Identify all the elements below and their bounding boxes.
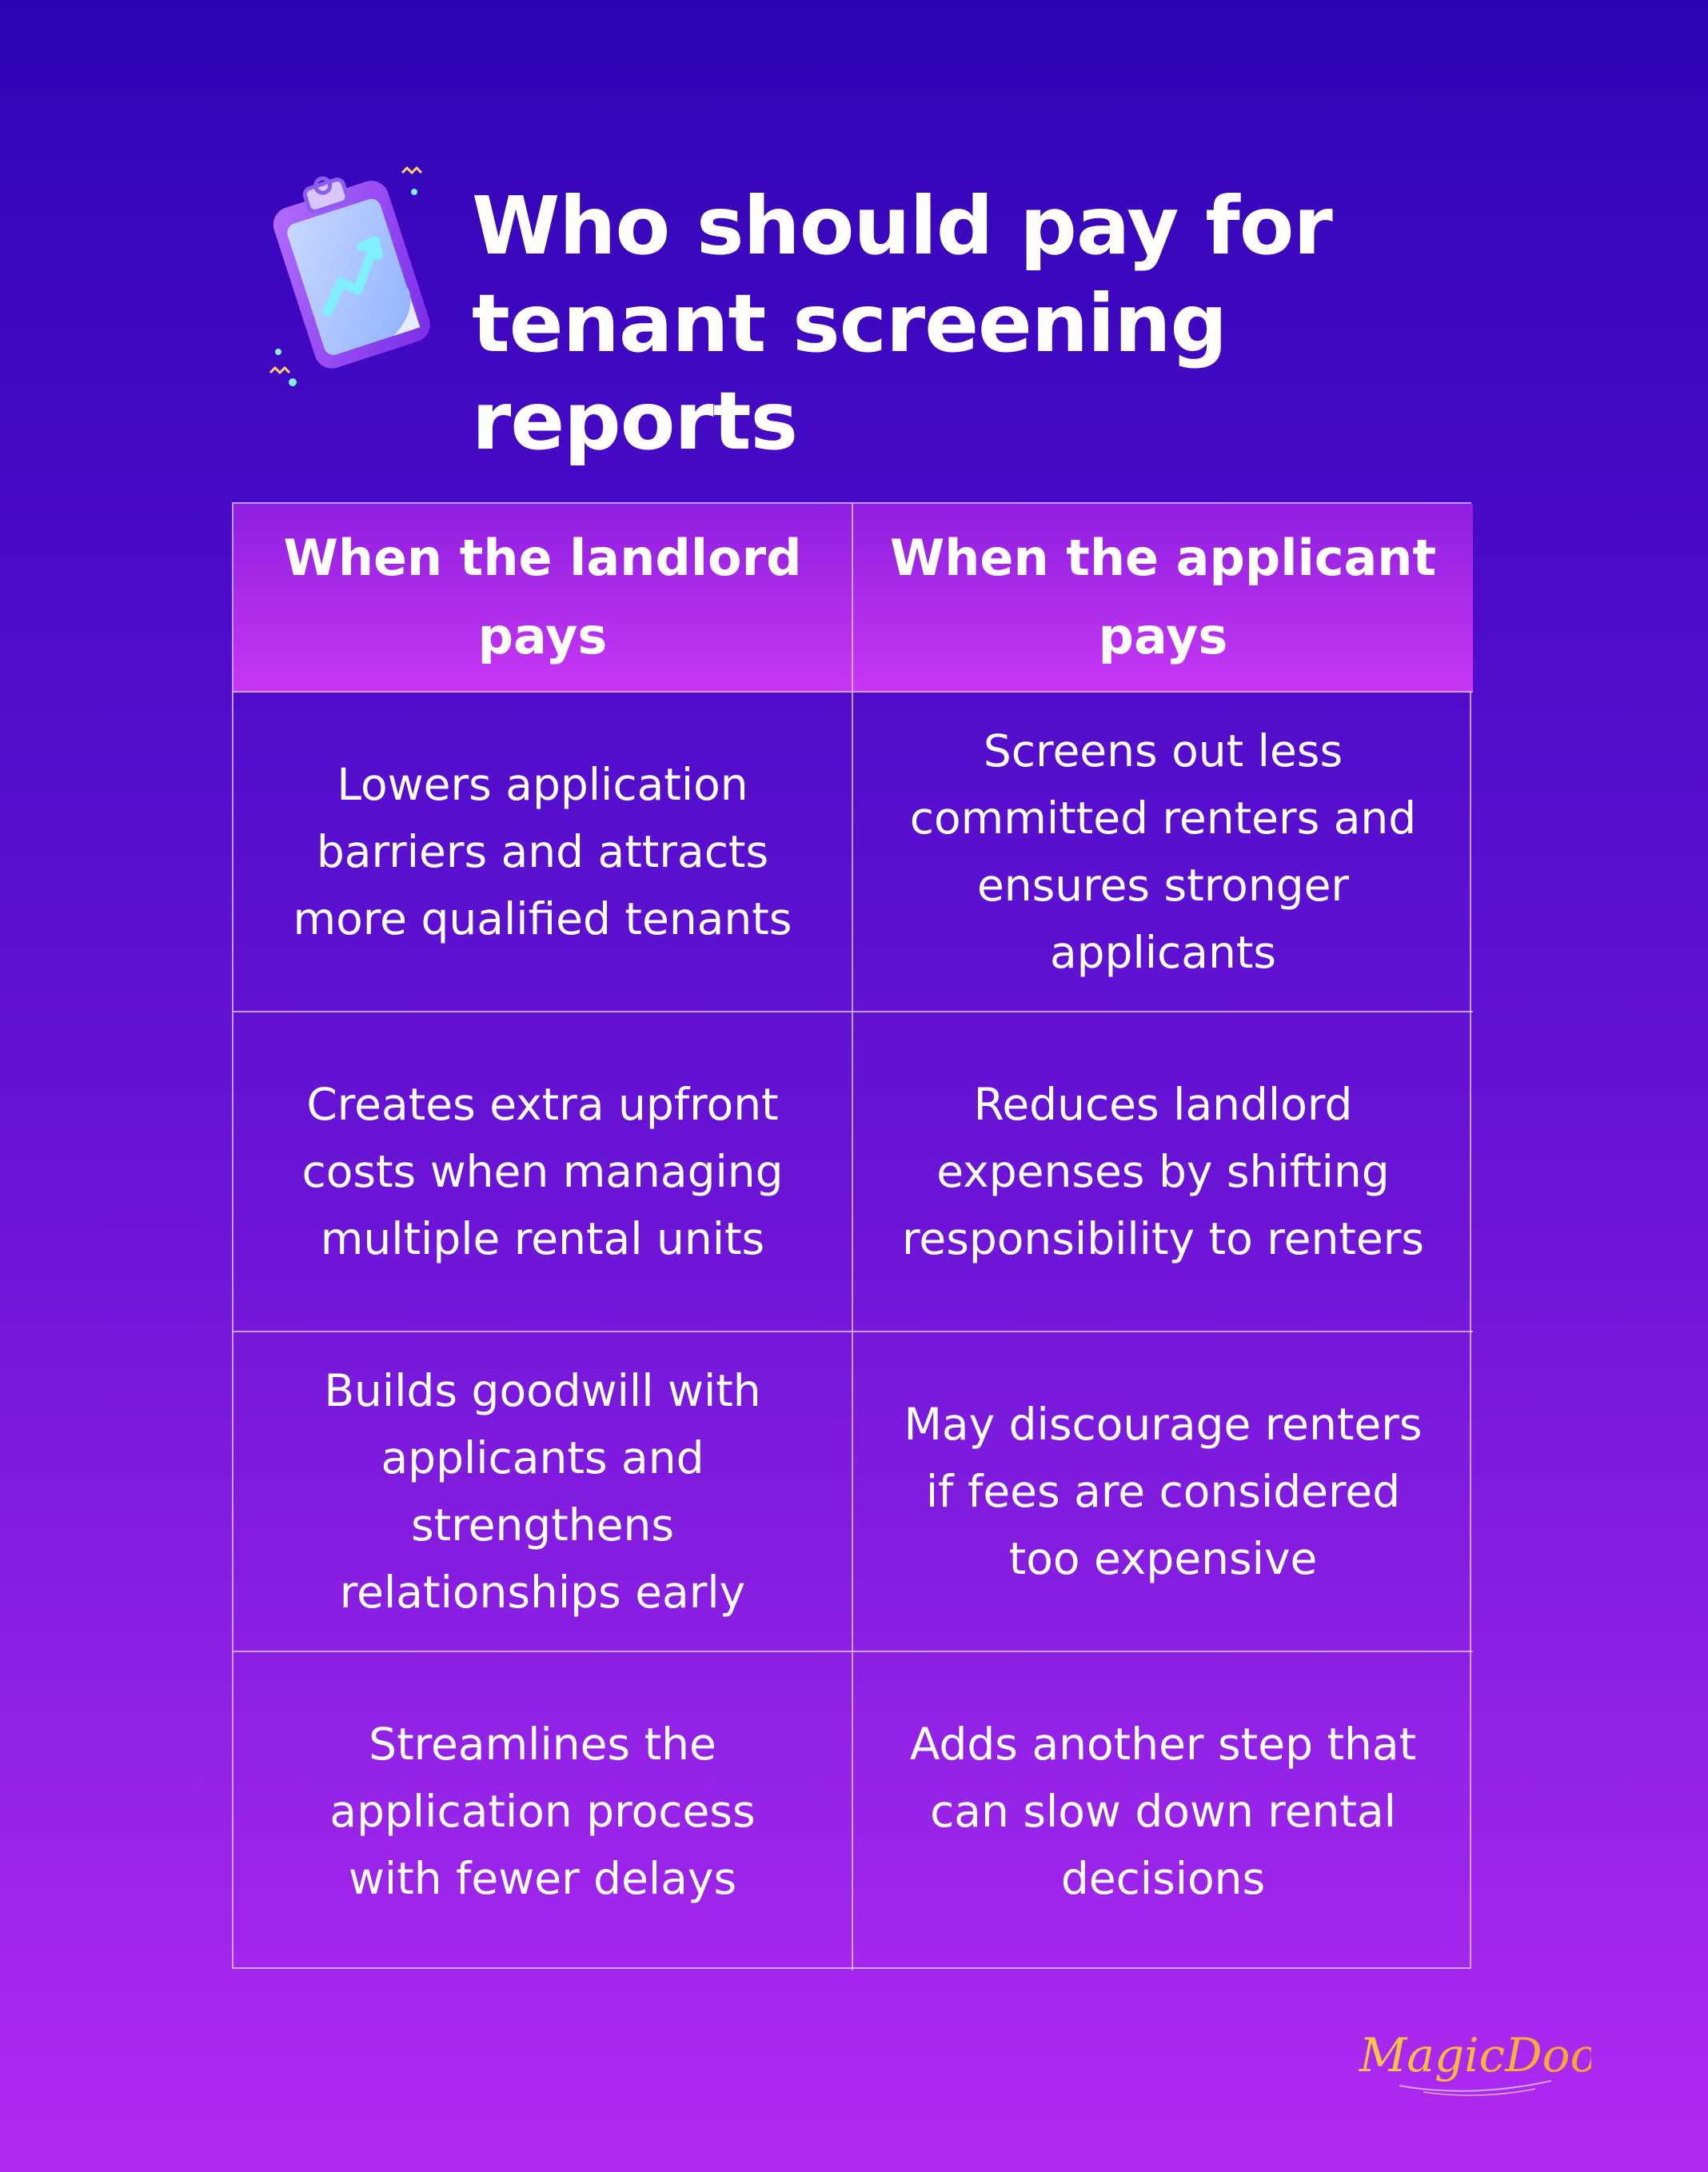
title-line-1: Who should pay for [472,179,1333,273]
comparison-table: When the landlord pays When the applican… [232,502,1473,1970]
title-line-2: tenant screening reports [472,277,1227,468]
landlord-pays-cell-3: Builds goodwill with applicants and stre… [233,1332,853,1652]
applicant-pays-cell-2: Reduces landlord expenses by shifting re… [853,1012,1473,1332]
landlord-pays-cell-4: Streamlines the application process with… [233,1652,853,1970]
header-landlord-pays: When the landlord pays [233,504,853,693]
clipboard-chart-icon [269,166,430,386]
page-title: Who should pay for tenant screening repo… [472,178,1511,470]
landlord-pays-cell-1: Lowers application barriers and attracts… [233,693,853,1012]
header-applicant-pays: When the applicant pays [853,504,1473,693]
magic-door-logo: MagicDooR [1359,2028,1591,2096]
applicant-pays-cell-3: May discourage renters if fees are consi… [853,1332,1473,1652]
applicant-pays-cell-4: Adds another step that can slow down ren… [909,1719,1417,1904]
landlord-pays-cell-2: Creates extra upfront costs when managin… [233,1012,853,1332]
applicant-pays-cell-1: Screens out less committed renters and e… [853,693,1473,1012]
logo-wordmark: MagicDooR [1359,2028,1591,2082]
